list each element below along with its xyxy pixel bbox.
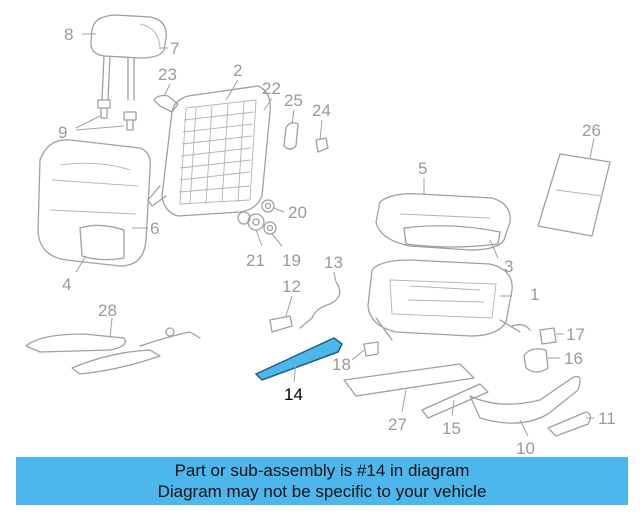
callout-5: 5 (418, 159, 427, 178)
headrest-guides (75, 99, 137, 131)
banner-line-disclaimer: Diagram may not be specific to your vehi… (157, 482, 487, 501)
part-16 (523, 348, 549, 373)
callout-26: 26 (582, 121, 601, 140)
seat-back-frame (147, 85, 271, 225)
panel-26 (537, 153, 611, 237)
part-17 (539, 327, 557, 345)
callout-23: 23 (158, 65, 177, 84)
panel-27 (343, 363, 475, 397)
callout-4: 4 (62, 275, 71, 294)
callout-13: 13 (324, 253, 343, 272)
switch-12 (269, 315, 293, 333)
callout-7: 7 (170, 39, 179, 58)
highlighted-part-14 (254, 337, 343, 381)
callout-25: 25 (284, 91, 303, 110)
part-25 (283, 122, 299, 150)
seat-back-cushion (37, 139, 151, 267)
callout-22: 22 (262, 79, 281, 98)
knob-11 (547, 411, 592, 437)
callout-numbers: 8 7 23 2 22 25 24 9 26 5 6 20 21 19 3 4 … (58, 25, 616, 455)
bracket-23 (153, 94, 179, 113)
callout-28: 28 (98, 301, 117, 320)
cable-13 (299, 281, 341, 329)
banner-line-part: Part or sub-assembly is #14 in diagram (174, 461, 470, 480)
callout-15: 15 (442, 419, 461, 438)
callout-21: 21 (246, 251, 265, 270)
callout-18: 18 (332, 355, 351, 374)
info-banner: Part or sub-assembly is #14 in diagram D… (16, 457, 628, 505)
seat-cushion (375, 193, 511, 251)
callout-17: 17 (566, 325, 585, 344)
bar-15 (421, 383, 489, 419)
callout-16: 16 (564, 349, 583, 368)
washers (247, 199, 277, 235)
seat-cushion-frame (367, 259, 531, 341)
callout-9: 9 (58, 123, 67, 142)
callout-2: 2 (233, 61, 242, 80)
callout-14: 14 (284, 385, 303, 404)
callout-6: 6 (150, 219, 159, 238)
callout-11: 11 (598, 409, 616, 428)
callout-12: 12 (282, 277, 301, 296)
callout-24: 24 (312, 101, 331, 120)
part-24 (315, 137, 329, 153)
callout-20: 20 (288, 203, 307, 222)
callout-8: 8 (64, 25, 73, 44)
callout-10: 10 (516, 439, 535, 455)
leader-lines (75, 33, 595, 437)
callout-3: 3 (504, 257, 513, 276)
side-trim-10 (469, 375, 581, 424)
callout-1: 1 (530, 285, 539, 304)
side-cover-28 (25, 327, 201, 375)
headrest (90, 14, 167, 101)
parts-diagram: 8 7 23 2 22 25 24 9 26 5 6 20 21 19 3 4 … (25, 14, 616, 455)
callout-27: 27 (388, 415, 407, 434)
clip-18 (363, 341, 379, 357)
callout-19: 19 (282, 251, 301, 270)
